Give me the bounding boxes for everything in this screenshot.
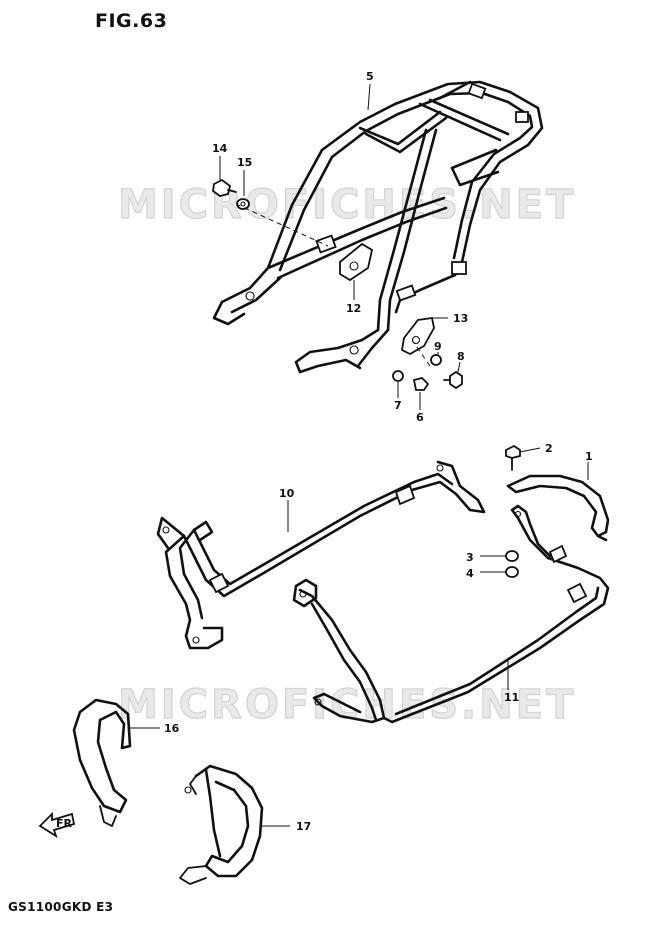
part-14-bolt xyxy=(212,178,237,197)
part-12-bracket xyxy=(339,242,374,282)
part-2-bolt xyxy=(505,444,521,471)
watermark-top: MICROFICHES.NET xyxy=(118,182,576,228)
callout-11: 11 xyxy=(504,691,519,704)
callout-8: 8 xyxy=(457,350,465,363)
callout-3: 3 xyxy=(466,551,474,564)
part-15-nut xyxy=(236,198,250,210)
callout-16: 16 xyxy=(164,722,180,735)
callout-15: 15 xyxy=(237,156,252,169)
callout-13: 13 xyxy=(453,312,468,325)
callout-6: 6 xyxy=(416,411,424,424)
part-17-guard xyxy=(179,764,264,885)
callout-1: 1 xyxy=(585,450,593,463)
leader-lines xyxy=(130,83,589,827)
callout-labels: 1 2 3 4 5 6 7 8 9 10 11 12 13 14 15 16 1… xyxy=(164,70,593,833)
part-10-side-rail xyxy=(156,460,486,650)
part-6-bolt xyxy=(412,377,430,391)
callout-12: 12 xyxy=(346,302,361,315)
model-code: GS1100GKD E3 xyxy=(8,900,114,914)
part-3-washer xyxy=(505,550,519,562)
part-11-side-rail xyxy=(292,504,610,724)
part-16-guard xyxy=(72,698,132,827)
callout-2: 2 xyxy=(545,442,553,455)
part-1-small-rail xyxy=(506,474,610,542)
part-4-nut xyxy=(505,566,519,578)
part-5-carrier-frame xyxy=(212,80,544,374)
callout-4: 4 xyxy=(466,567,474,580)
callout-17: 17 xyxy=(296,820,311,833)
svg-text:FR: FR xyxy=(56,817,73,830)
figure-title: FIG.63 xyxy=(95,10,168,32)
part-9-nut xyxy=(430,354,442,366)
part-7-nut xyxy=(392,370,404,382)
callout-10: 10 xyxy=(279,487,295,500)
part-8-bolt xyxy=(443,370,463,390)
front-direction-arrow-icon: FR xyxy=(38,811,76,839)
callout-5: 5 xyxy=(366,70,374,83)
callout-14: 14 xyxy=(212,142,228,155)
callout-7: 7 xyxy=(394,399,402,412)
callout-9: 9 xyxy=(434,340,442,353)
